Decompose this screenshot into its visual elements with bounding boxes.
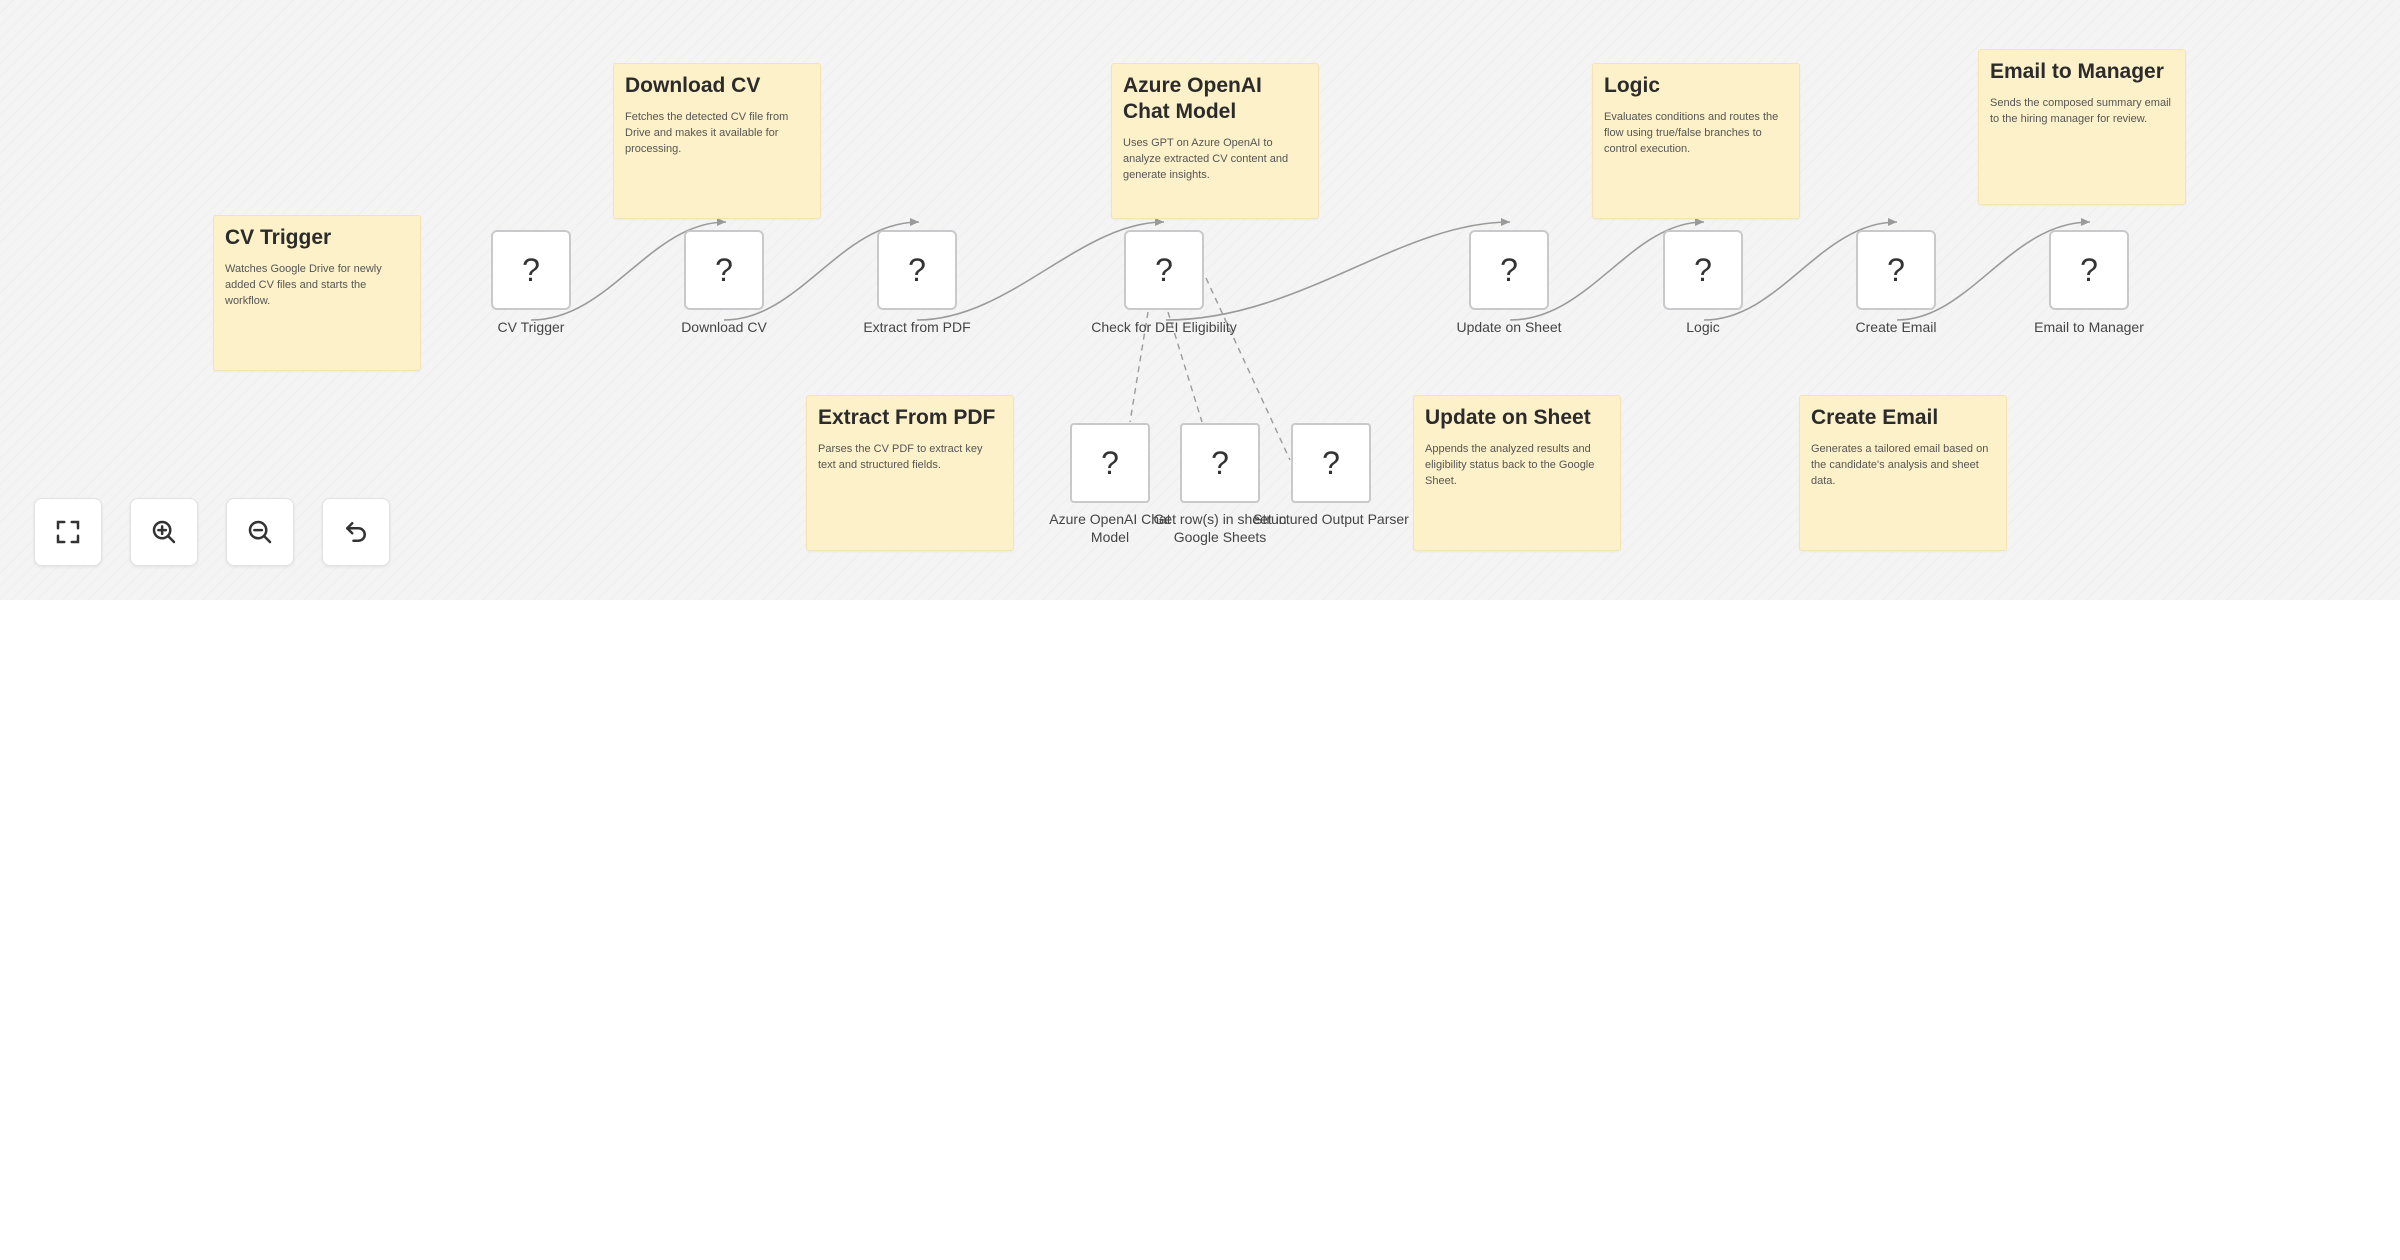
node-label: Extract from PDF [863, 319, 971, 335]
unknown-node-icon: ? [1887, 251, 1905, 288]
arrowhead [910, 218, 919, 226]
sticky-note-title: Azure OpenAI Chat Model [1123, 74, 1262, 123]
node-email-to-manager[interactable]: ? [2049, 230, 2129, 310]
connection-update-logic [1509, 221, 1705, 321]
connection-lines [530, 218, 2091, 461]
sticky-note-text: Generates a tailored email based on the … [1811, 443, 1989, 487]
node-update-on-sheet[interactable]: ? [1469, 230, 1549, 310]
sticky-note-title: Extract From PDF [818, 406, 996, 429]
node-label: Logic [1686, 319, 1720, 335]
subconnection-chat-model [1129, 311, 1149, 423]
unknown-node-icon: ? [1694, 251, 1712, 288]
sticky-note-azure-openai[interactable]: Azure OpenAI Chat Model Uses GPT on Azur… [1111, 63, 1319, 219]
node-download-cv[interactable]: ? [684, 230, 764, 310]
node-create-email[interactable]: ? [1856, 230, 1936, 310]
arrowhead [717, 218, 726, 226]
subnode-azure-openai-chat-model[interactable]: ? [1070, 423, 1150, 503]
sticky-note-title: Update on Sheet [1425, 406, 1591, 429]
sticky-note-text: Fetches the detected CV file from Drive … [625, 111, 789, 155]
arrowhead [1695, 218, 1704, 226]
sticky-note-title: Download CV [625, 74, 761, 97]
unknown-node-icon: ? [1322, 444, 1340, 481]
connection-extract-check [916, 221, 1165, 321]
connection-email-manager [1896, 221, 2091, 321]
sticky-note-title: Email to Manager [1990, 60, 2164, 83]
subconnection-output-parser [1205, 277, 1291, 461]
sticky-note-title: Logic [1604, 74, 1660, 97]
fit-view-icon [56, 520, 80, 544]
reset-zoom-button[interactable] [322, 498, 390, 566]
unknown-node-icon: ? [908, 251, 926, 288]
reset-zoom-icon [346, 522, 366, 542]
unknown-node-icon: ? [1155, 251, 1173, 288]
sticky-note-email-manager[interactable]: Email to Manager Sends the composed summ… [1978, 49, 2186, 205]
node-extract-from-pdf[interactable]: ? [877, 230, 957, 310]
node-label: CV Trigger [497, 319, 565, 335]
arrowhead [1155, 218, 1164, 226]
zoom-in-icon [152, 520, 176, 544]
node-label: Azure OpenAI Chat Model [1049, 511, 1171, 545]
sticky-note-extract-pdf[interactable]: Extract From PDF Parses the CV PDF to ex… [806, 395, 1014, 551]
zoom-in-button[interactable] [130, 498, 198, 566]
zoom-out-button[interactable] [226, 498, 294, 566]
fit-view-button[interactable] [34, 498, 102, 566]
node-check-dei-eligibility[interactable]: ? [1124, 230, 1204, 310]
workflow-canvas[interactable]: CV Trigger Watches Google Drive for newl… [0, 0, 2400, 600]
sticky-note-text: Appends the analyzed results and eligibi… [1425, 443, 1595, 487]
node-label: Get row(s) in sheet in Google Sheets [1153, 511, 1287, 545]
zoom-out-icon [248, 520, 272, 544]
sticky-note-title: Create Email [1811, 406, 1939, 429]
subnode-structured-output-parser[interactable]: ? [1291, 423, 1371, 503]
sticky-note-update-sheet[interactable]: Update on Sheet Appends the analyzed res… [1413, 395, 1621, 551]
arrowhead [2081, 218, 2090, 226]
node-label: Email to Manager [2034, 319, 2144, 335]
unknown-node-icon: ? [1101, 444, 1119, 481]
connection-check-update [1165, 221, 1511, 321]
sticky-note-text: Uses GPT on Azure OpenAI to analyze extr… [1123, 137, 1289, 181]
sticky-note-download-cv[interactable]: Download CV Fetches the detected CV file… [613, 63, 821, 219]
sticky-note-logic[interactable]: Logic Evaluates conditions and routes th… [1592, 63, 1800, 219]
empty-area [0, 600, 2400, 1260]
sticky-note-create-email[interactable]: Create Email Generates a tailored email … [1799, 395, 2007, 551]
node-label: Update on Sheet [1456, 319, 1562, 335]
sticky-note-text: Evaluates conditions and routes the flow… [1604, 111, 1779, 155]
node-label: Structured Output Parser [1253, 511, 1409, 527]
sticky-note-cv-trigger[interactable]: CV Trigger Watches Google Drive for newl… [213, 215, 421, 371]
unknown-node-icon: ? [2080, 251, 2098, 288]
node-label: Create Email [1855, 319, 1937, 335]
connection-download-extract [723, 221, 920, 321]
sticky-note-title: CV Trigger [225, 226, 332, 249]
node-label: Check for DEI Eligibility [1091, 319, 1237, 335]
sticky-note-text: Sends the composed summary email to the … [1990, 97, 2171, 125]
node-label: Download CV [681, 319, 767, 335]
connection-cv-trigger-download [530, 221, 727, 321]
sticky-note-text: Watches Google Drive for newly added CV … [225, 263, 382, 307]
subnode-get-rows-google-sheets[interactable]: ? [1180, 423, 1260, 503]
node-cv-trigger[interactable]: ? [491, 230, 571, 310]
unknown-node-icon: ? [522, 251, 540, 288]
arrowhead [1501, 218, 1510, 226]
unknown-node-icon: ? [1500, 251, 1518, 288]
connection-logic-email [1703, 221, 1898, 321]
unknown-node-icon: ? [1211, 444, 1229, 481]
node-logic[interactable]: ? [1663, 230, 1743, 310]
unknown-node-icon: ? [715, 251, 733, 288]
sticky-note-text: Parses the CV PDF to extract key text an… [818, 443, 983, 471]
subconnection-sheets-tool [1167, 311, 1203, 423]
arrowhead [1888, 218, 1897, 226]
